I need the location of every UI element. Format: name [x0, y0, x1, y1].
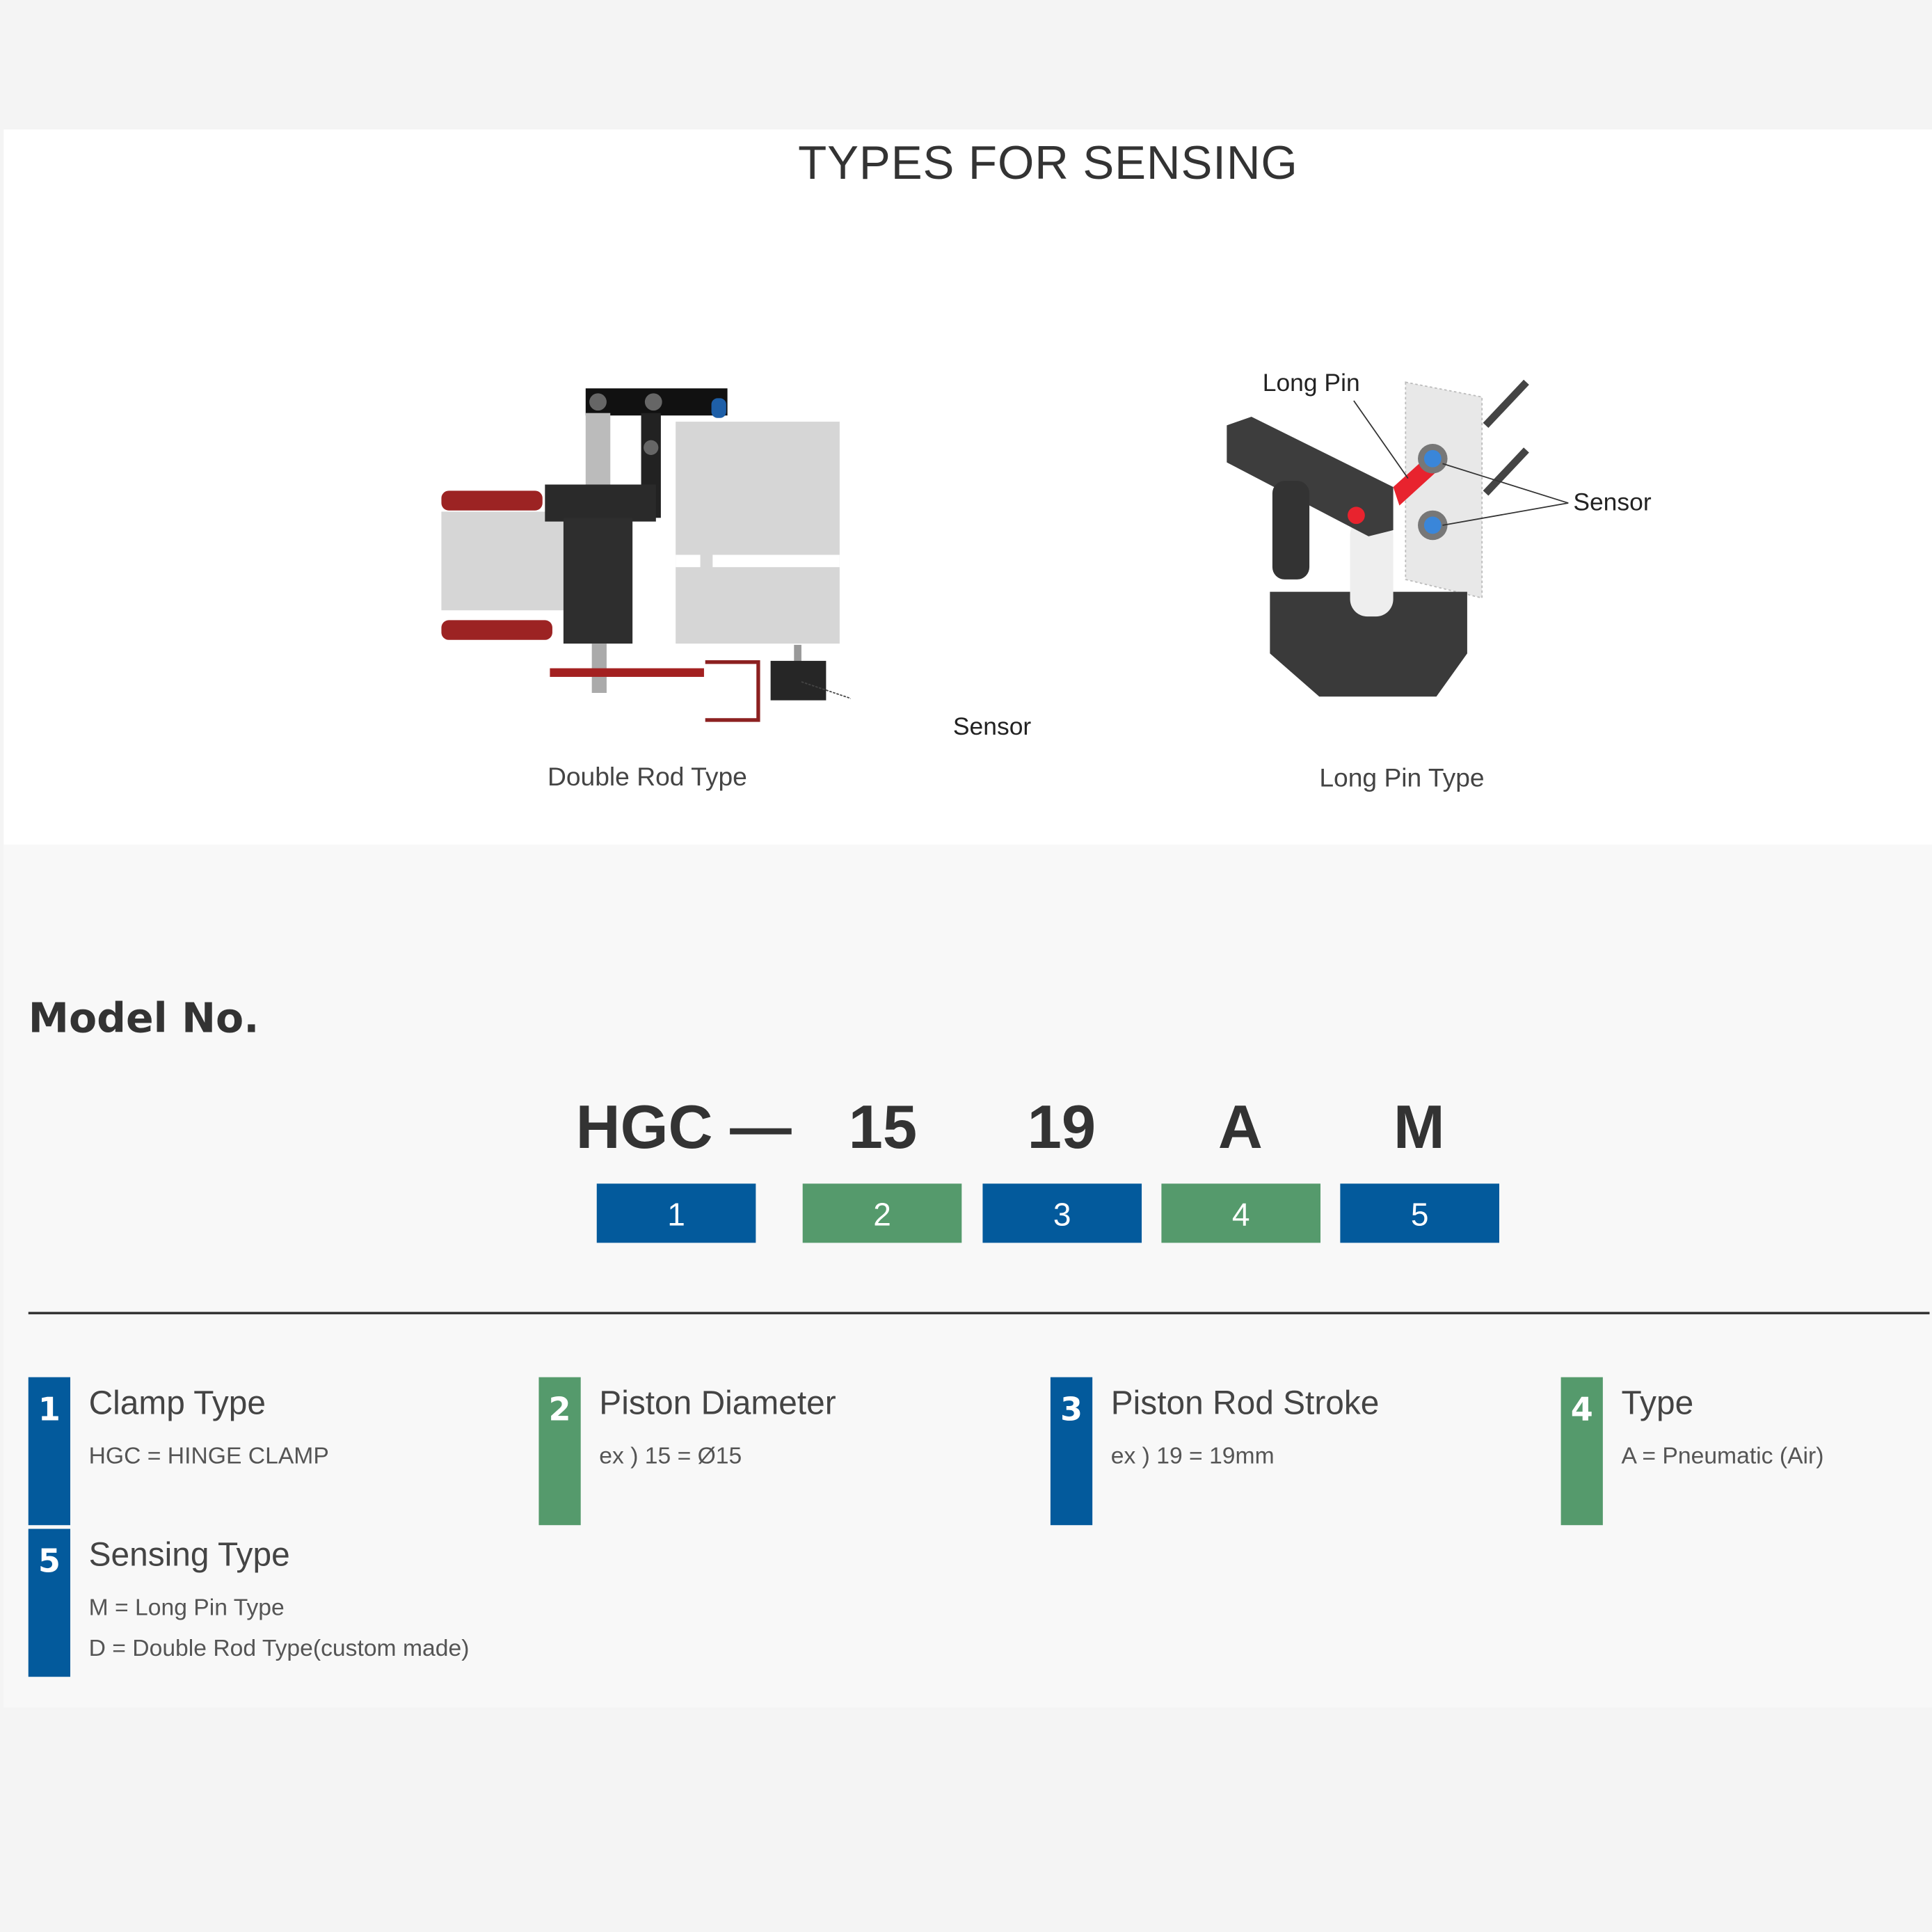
model-number-panel	[3, 844, 1932, 1708]
model-heading: Model No.	[28, 993, 260, 1042]
double-rod-diagram	[441, 388, 851, 722]
legend-title: Piston Rod Stroke	[1110, 1384, 1380, 1422]
legend-number: 5	[28, 1528, 71, 1677]
legend-title: Sensing Type	[88, 1536, 290, 1574]
section-title: TYPES FOR SENSING	[798, 138, 1298, 190]
legend-desc: ex ) 19 = 19mm	[1110, 1444, 1275, 1470]
code-box-5: 5	[1340, 1183, 1499, 1243]
legend-number: 2	[538, 1377, 581, 1526]
legend-number: 4	[1560, 1377, 1603, 1526]
long-pin-diagram	[1227, 379, 1569, 697]
sensing-types-panel	[3, 129, 1932, 845]
sensor-label: Sensor	[952, 714, 1032, 742]
legend-desc: HGC = HINGE CLAMP	[88, 1444, 329, 1470]
divider	[28, 1311, 1930, 1315]
legend-desc: D = Double Rod Type(custom made)	[88, 1636, 470, 1662]
legend-title: Type	[1621, 1384, 1694, 1422]
code-box-1: 1	[596, 1183, 756, 1243]
code-part-type: A	[1218, 1092, 1263, 1162]
legend-title: Piston Diameter	[599, 1384, 836, 1422]
code-box-2: 2	[802, 1183, 962, 1243]
legend-title: Clamp Type	[88, 1384, 266, 1422]
code-box-4: 4	[1161, 1183, 1321, 1243]
double-rod-caption: Double Rod Type	[547, 763, 747, 792]
code-box-3: 3	[982, 1183, 1142, 1243]
legend-desc: A = Pneumatic (Air)	[1621, 1444, 1824, 1470]
long-pin-label: Long Pin	[1262, 369, 1360, 397]
legend-desc: ex ) 15 = Ø15	[599, 1444, 742, 1470]
code-part-diameter: 15	[848, 1092, 918, 1162]
sensor-label: Sensor	[1573, 489, 1652, 517]
code-part-series: HGC —	[575, 1092, 792, 1162]
code-part-sensing: M	[1393, 1092, 1445, 1162]
code-part-stroke: 19	[1027, 1092, 1096, 1162]
legend-number: 3	[1050, 1377, 1093, 1526]
long-pin-caption: Long Pin Type	[1319, 764, 1485, 793]
legend-number: 1	[28, 1377, 71, 1526]
legend-desc: M = Long Pin Type	[88, 1595, 285, 1622]
